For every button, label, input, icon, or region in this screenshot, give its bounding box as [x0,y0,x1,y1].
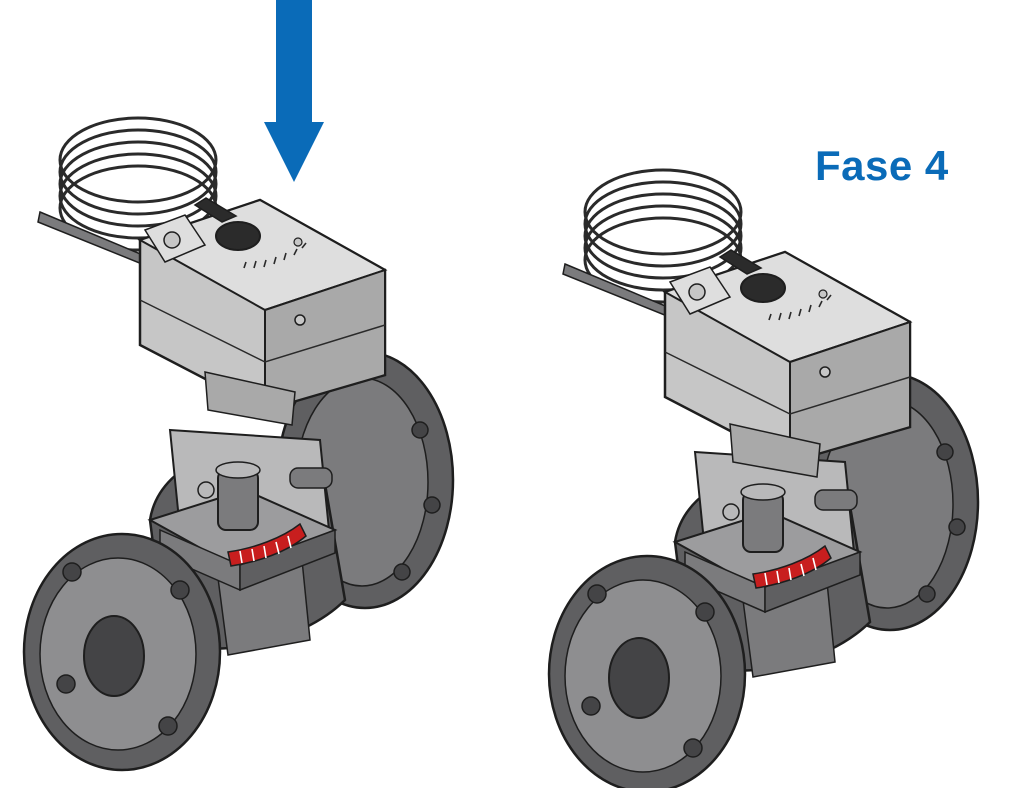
valve-after-assembly [547,168,980,788]
valve-before-assembly [22,116,455,772]
actuator-right [561,168,912,479]
actuator-left [36,116,387,427]
phase-label: Fase 4 [815,142,949,189]
down-arrow-icon [264,0,324,182]
